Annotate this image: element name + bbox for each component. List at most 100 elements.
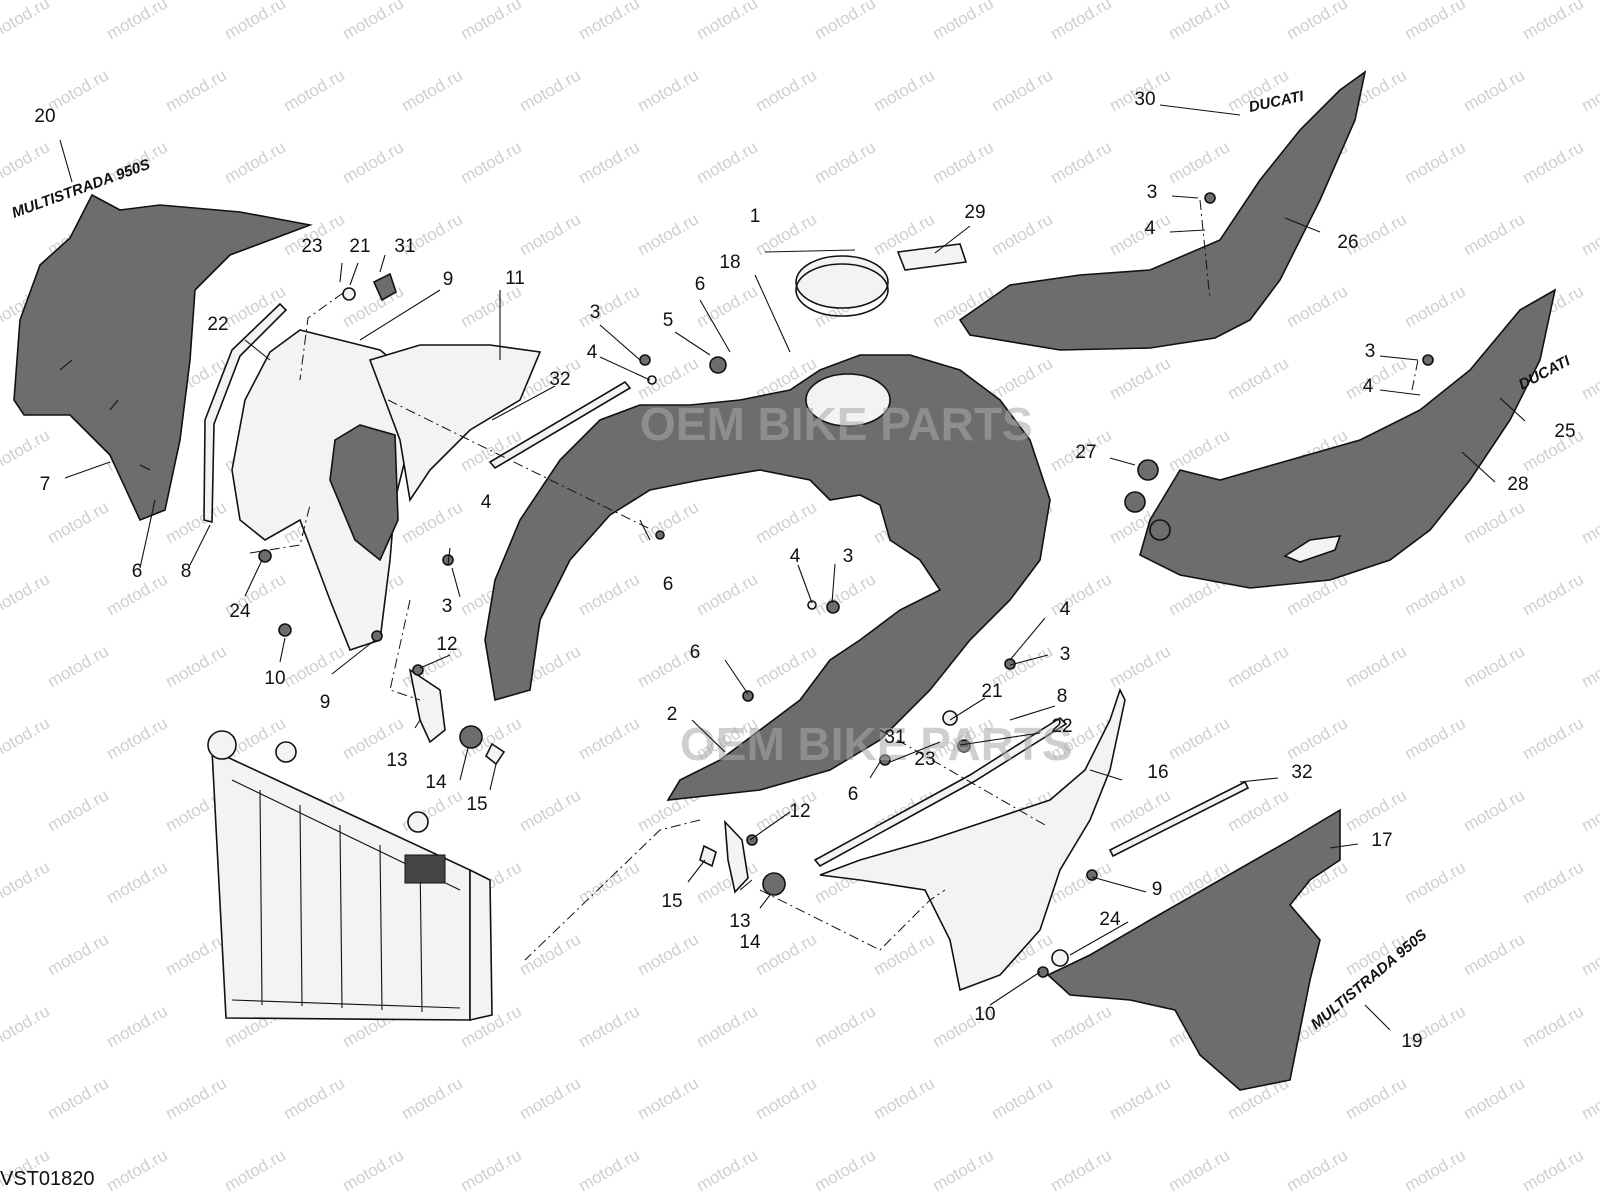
callout-c7: 7 <box>40 474 51 495</box>
watermark-text: motod.ru <box>1283 1145 1351 1195</box>
radiator-lug <box>407 811 429 833</box>
lower-right-cover <box>1139 288 1557 589</box>
callout-c3d: 3 <box>1060 644 1071 665</box>
watermark-text: motod.ru <box>1342 1073 1410 1123</box>
watermark-text: motod.ru <box>1106 1073 1174 1123</box>
grommet <box>1124 491 1146 513</box>
right-lower-fairing <box>1046 808 1341 1091</box>
watermark-text: motod.ru <box>1047 1001 1115 1051</box>
callout-c16: 16 <box>1147 762 1168 783</box>
callout-c31a: 31 <box>394 236 415 257</box>
bracket-right <box>724 819 749 894</box>
callout-c11: 11 <box>505 268 525 289</box>
watermark-text: motod.ru <box>575 0 643 43</box>
callout-c25: 25 <box>1554 421 1575 442</box>
callout-c6a: 6 <box>695 274 706 295</box>
watermark-text: motod.ru <box>103 1001 171 1051</box>
watermark-text: motod.ru <box>162 497 230 547</box>
callout-c18: 18 <box>719 252 740 273</box>
watermark-text: motod.ru <box>693 1145 761 1195</box>
watermark-text: motod.ru <box>1401 281 1469 331</box>
callout-c28: 28 <box>1507 474 1528 495</box>
leader-lines <box>59 104 1526 1031</box>
right-rubber-strip <box>1108 780 1250 858</box>
watermark-text: motod.ru <box>1283 0 1351 43</box>
watermark-text: motod.ru <box>280 1073 348 1123</box>
watermark-text: motod.ru <box>1283 713 1351 763</box>
watermark-text: motod.ru <box>44 1073 112 1123</box>
watermark-text: motod.ru <box>1342 353 1410 403</box>
watermark-text: motod.ru <box>1578 1073 1600 1123</box>
grommet <box>1137 459 1159 481</box>
watermark-text: motod.ru <box>103 857 171 907</box>
left-inner-cutout <box>329 424 399 562</box>
rubber-mount-right <box>762 872 786 896</box>
watermark-text: motod.ru <box>1165 0 1233 43</box>
watermark-text: motod.ru <box>1165 713 1233 763</box>
callout-c3f: 3 <box>1365 341 1376 362</box>
callout-c3c: 3 <box>843 546 854 567</box>
watermark-text: motod.ru <box>1047 137 1115 187</box>
fairing-details <box>59 359 151 471</box>
watermark-text: motod.ru <box>929 1145 997 1195</box>
upper-right-cover <box>958 70 1367 351</box>
callout-c6e: 6 <box>848 784 859 805</box>
filler-neck-opening <box>805 373 891 427</box>
watermark-text: motod.ru <box>1165 137 1233 187</box>
watermark-text: motod.ru <box>811 137 879 187</box>
overlay-logo-top: OEM BIKE PARTS <box>640 398 1033 450</box>
callout-c3b: 3 <box>442 596 453 617</box>
radiator-cap <box>207 730 237 760</box>
watermark-text: motod.ru <box>575 857 643 907</box>
tank-cover <box>484 354 1051 801</box>
watermark-text: motod.ru <box>693 137 761 187</box>
watermark-text: motod.ru <box>44 785 112 835</box>
watermark-text: motod.ru <box>0 713 53 763</box>
watermark-text: motod.ru <box>1342 785 1410 835</box>
watermark-text: motod.ru <box>1578 641 1600 691</box>
rubber-mount-left <box>459 725 483 749</box>
watermark-text: motod.ru <box>44 641 112 691</box>
watermark-text: motod.ru <box>1401 1145 1469 1195</box>
callout-c6c: 6 <box>663 574 674 595</box>
callout-c5: 5 <box>663 310 674 331</box>
watermark-text: motod.ru <box>0 1001 53 1051</box>
watermark-text: motod.ru <box>811 1145 879 1195</box>
watermark-text: motod.ru <box>1401 137 1469 187</box>
watermark-text: motod.ru <box>516 1073 584 1123</box>
watermark-text: motod.ru <box>221 0 289 43</box>
watermark-text: motod.ru <box>44 929 112 979</box>
watermark-text: motod.ru <box>516 65 584 115</box>
watermark-text: motod.ru <box>1106 353 1174 403</box>
watermark-text: motod.ru <box>1047 1145 1115 1195</box>
watermark-text: motod.ru <box>575 137 643 187</box>
watermark-text: motod.ru <box>0 569 53 619</box>
watermark-text: motod.ru <box>1578 65 1600 115</box>
watermark-text: motod.ru <box>1578 785 1600 835</box>
callout-c9b: 9 <box>320 692 331 713</box>
left-rubber-strip <box>488 380 632 470</box>
callout-c4e: 4 <box>1145 218 1156 239</box>
callout-c8b: 8 <box>1057 686 1068 707</box>
watermark-text: motod.ru <box>162 641 230 691</box>
watermark-text: motod.ru <box>1519 1145 1587 1195</box>
watermark-text: motod.ru <box>1578 353 1600 403</box>
callout-c20: 20 <box>34 106 55 127</box>
watermark-text: motod.ru <box>1519 0 1587 43</box>
callout-labels: 1233333344444456666678899910101112121313… <box>34 89 1575 1052</box>
fasteners <box>258 192 1434 978</box>
left-side-shroud <box>368 344 542 503</box>
callout-c12b: 12 <box>789 801 810 822</box>
watermark-text: motod.ru <box>1460 929 1528 979</box>
callout-c12a: 12 <box>436 634 457 655</box>
lower-cover-vent <box>1283 535 1342 563</box>
watermark-text: motod.ru <box>752 641 820 691</box>
callout-c17: 17 <box>1371 830 1392 851</box>
watermark-text: motod.ru <box>1401 713 1469 763</box>
callout-c22b: 22 <box>1051 716 1072 737</box>
watermark-text: motod.ru <box>0 425 53 475</box>
watermark-text: motod.ru <box>575 1001 643 1051</box>
watermark-text: motod.ru <box>1519 857 1587 907</box>
watermark-text: motod.ru <box>1224 641 1292 691</box>
model-decal-right: MULTISTRADA 950S <box>1308 926 1431 1033</box>
